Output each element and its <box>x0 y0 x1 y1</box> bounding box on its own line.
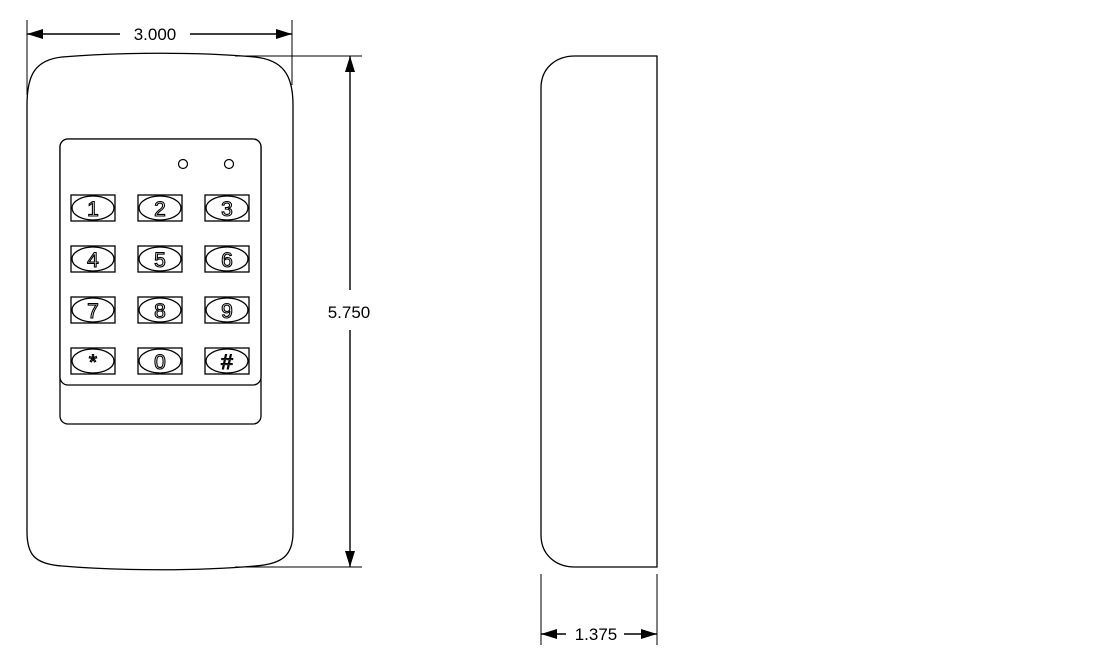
keypad-keys: 1 2 3 4 5 6 7 8 9 * 0 # <box>70 194 250 375</box>
side-view: 1.375 <box>540 55 658 645</box>
key-label: # <box>221 351 233 374</box>
key-label: 0 <box>154 351 166 374</box>
key-oval <box>71 348 115 374</box>
key-oval <box>205 348 249 374</box>
led-indicator-2 <box>223 158 235 170</box>
height-dimension-label: 5.750 <box>328 303 371 322</box>
key-6: 6 <box>204 245 250 273</box>
key-oval <box>138 246 182 272</box>
key-label: 5 <box>154 249 166 272</box>
key-1: 1 <box>70 194 116 222</box>
key-label: 4 <box>87 249 99 272</box>
key-5: 5 <box>137 245 183 273</box>
key-oval <box>71 246 115 272</box>
key-label: 3 <box>221 198 233 221</box>
key-oval <box>71 195 115 221</box>
key-label: 6 <box>221 249 233 272</box>
key-7: 7 <box>70 296 116 324</box>
key-9: 9 <box>204 296 250 324</box>
key-label: 9 <box>221 300 233 323</box>
key-label: 7 <box>87 300 99 323</box>
led-indicator-1 <box>177 158 189 170</box>
key-4: 4 <box>70 245 116 273</box>
key-label: 1 <box>87 198 99 221</box>
key-star: * <box>70 347 116 375</box>
key-3: 3 <box>204 194 250 222</box>
key-oval <box>138 348 182 374</box>
key-label: * <box>89 351 97 374</box>
width-dimension-label: 3.000 <box>134 25 177 44</box>
key-label: 2 <box>154 198 166 221</box>
key-oval <box>138 297 182 323</box>
key-2: 2 <box>137 194 183 222</box>
key-oval <box>205 195 249 221</box>
key-oval <box>71 297 115 323</box>
front-view: 3.000 1 2 3 4 5 6 7 8 9 * 0 # 5.750 <box>26 20 371 571</box>
side-profile-outline <box>540 55 658 568</box>
key-8: 8 <box>137 296 183 324</box>
key-oval <box>205 297 249 323</box>
key-0: 0 <box>137 347 183 375</box>
key-oval <box>138 195 182 221</box>
key-oval <box>205 246 249 272</box>
key-label: 8 <box>154 300 166 323</box>
depth-dimension-label: 1.375 <box>575 625 618 644</box>
key-pound: # <box>204 347 250 375</box>
